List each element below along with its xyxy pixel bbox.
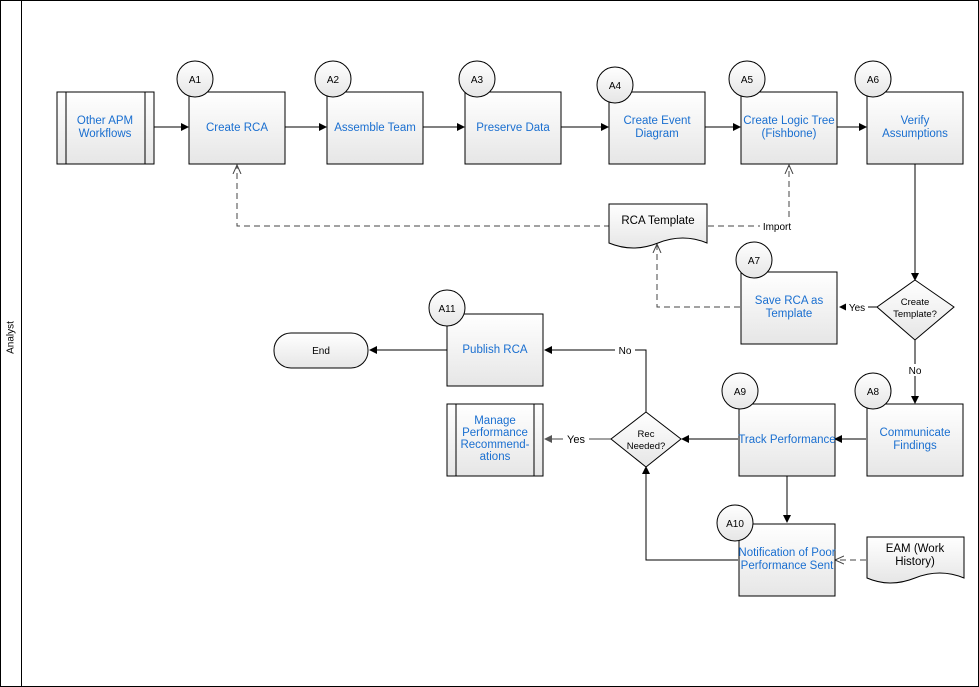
dashed-template-to-logic (708, 165, 789, 227)
badge-a4: A4 (596, 66, 634, 104)
svg-text:A3: A3 (471, 75, 484, 86)
step-assemble-team[interactable]: Assemble Team (326, 91, 424, 165)
swimlane-header: Analyst (0, 0, 22, 687)
terminal-end[interactable]: End (273, 332, 369, 369)
document-rca-template-label: RCA Template (621, 215, 694, 227)
step-publish-rca[interactable]: Publish RCA (446, 313, 544, 387)
svg-text:A4: A4 (609, 81, 622, 92)
step-badges: A1 A2 A3 A4 A5 A6 A7 A8 A9 A10 A11 (176, 60, 892, 542)
badge-a3: A3 (458, 60, 496, 98)
step-create-logic-tree-label: Create Logic Tree(Fishbone) (743, 115, 834, 140)
step-assemble-team-label: Assemble Team (334, 122, 416, 134)
step-create-rca[interactable]: Create RCA (188, 91, 286, 165)
svg-text:A11: A11 (438, 304, 455, 315)
step-publish-rca-label: Publish RCA (462, 344, 528, 356)
step-preserve-data[interactable]: Preserve Data (464, 91, 562, 165)
svg-text:A8: A8 (867, 387, 880, 398)
dashed-template-to-create (237, 165, 610, 227)
arrow-rec-to-publish (544, 346, 647, 412)
svg-text:A6: A6 (867, 75, 880, 86)
terminal-end-label: End (312, 346, 330, 357)
edge-label-yes-template: Yes (849, 303, 865, 314)
step-preserve-data-label: Preserve Data (476, 122, 550, 134)
badge-a9: A9 (721, 372, 759, 410)
step-create-rca-label: Create RCA (206, 122, 268, 134)
document-rca-template[interactable]: RCA Template (608, 203, 708, 249)
badge-a2: A2 (314, 60, 352, 98)
dashed-save-to-template (657, 244, 740, 308)
svg-text:A2: A2 (327, 75, 340, 86)
badge-a10: A10 (716, 504, 754, 542)
edge-label-yes-rec: Yes (567, 434, 585, 446)
badge-a11: A11 (428, 289, 466, 327)
step-create-logic-tree[interactable]: Create Logic Tree(Fishbone) (740, 91, 838, 165)
badge-a5: A5 (728, 60, 766, 98)
svg-text:A1: A1 (189, 75, 202, 86)
edge-labels: Import Yes No No Yes (563, 220, 925, 446)
arrow-notification-to-rec (642, 466, 738, 561)
edge-label-import: Import (763, 222, 792, 233)
edge-label-no-template: No (909, 366, 922, 377)
step-track-performance[interactable]: Track Performance (738, 403, 836, 477)
svg-text:A5: A5 (741, 75, 754, 86)
badge-a1: A1 (176, 60, 214, 98)
badge-a8: A8 (854, 372, 892, 410)
step-track-performance-label: Track Performance (738, 434, 835, 446)
badge-a6: A6 (854, 60, 892, 98)
edge-label-no-rec: No (619, 346, 632, 357)
svg-text:A9: A9 (734, 387, 747, 398)
badge-a7: A7 (735, 241, 773, 279)
svg-text:A7: A7 (748, 256, 761, 267)
svg-text:A10: A10 (726, 519, 744, 530)
